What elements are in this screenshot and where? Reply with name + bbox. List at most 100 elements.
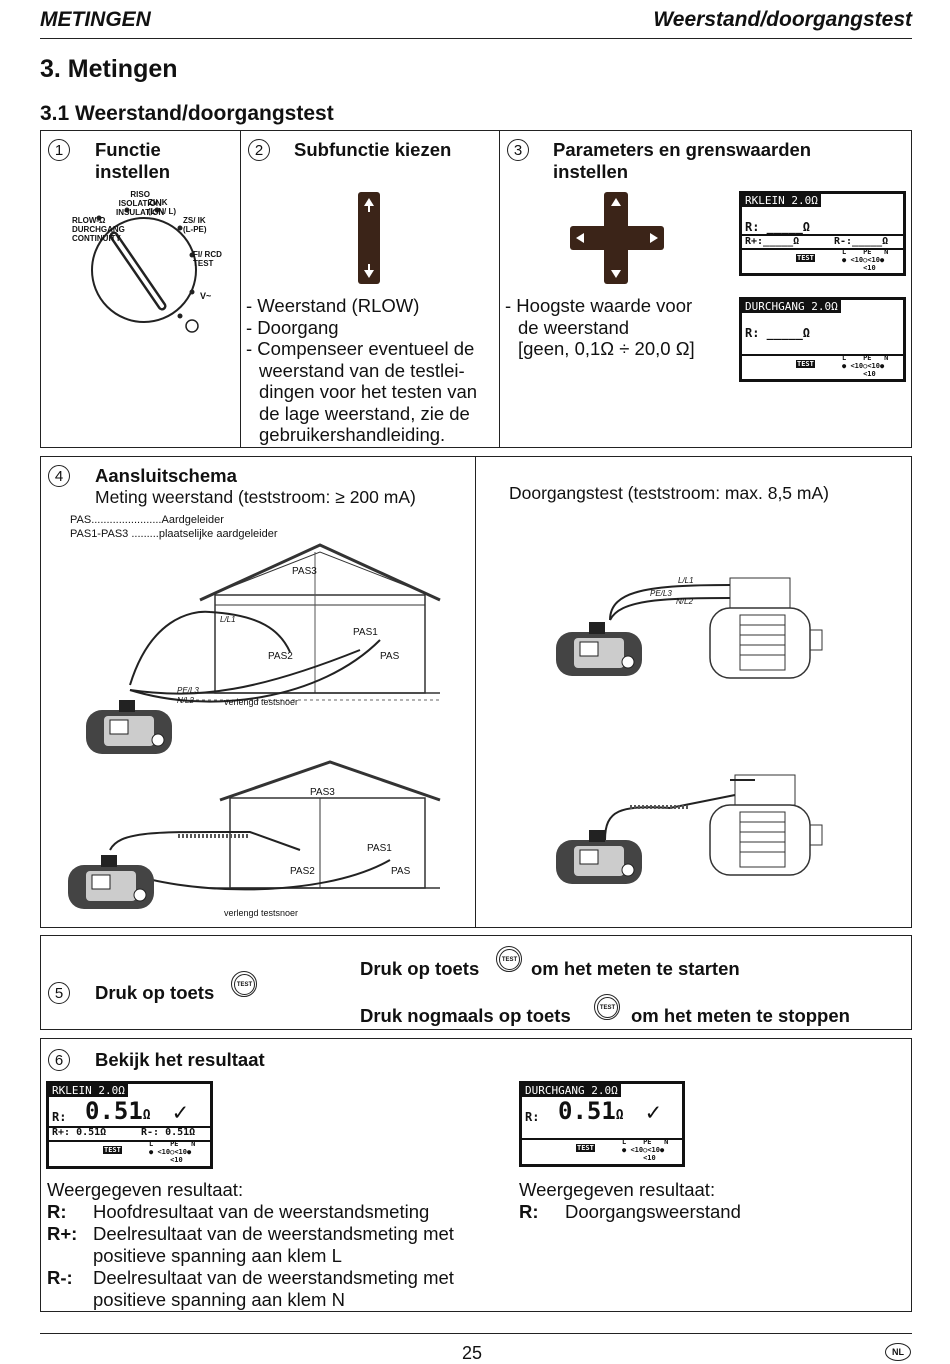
- instrument-icon: [556, 622, 642, 676]
- dial-label-v: V~: [200, 291, 212, 301]
- legend-pas: PAS.......................Aardgeleider: [70, 514, 224, 526]
- result-row: R-:Deelresultaat van de weerstandsmeting…: [47, 1267, 454, 1288]
- step6-title: Bekijk het resultaat: [95, 1049, 265, 1070]
- lcd-r: R:: [52, 1110, 67, 1124]
- steps-1-3-panel: [40, 130, 912, 448]
- list-item: - Weerstand (RLOW): [246, 295, 420, 316]
- lcd-display: DURCHGANG 2.0Ω R: 0.51Ω ✓ TEST L PE N● <…: [519, 1081, 685, 1167]
- label-pe: PE/L3: [177, 686, 199, 695]
- test-indicator: TEST: [576, 1144, 595, 1152]
- label-cable: verlengd testsnoer: [224, 697, 299, 707]
- lcd-mode: RKLEIN 2.0Ω: [742, 194, 821, 207]
- result-intro: Weergegeven resultaat:: [519, 1179, 716, 1200]
- start-instruction: Druk op toets: [360, 958, 480, 979]
- list-item: gebruikershandleiding.: [259, 424, 446, 445]
- lcd-terminals: L PE N● <10○<10● <10: [842, 354, 889, 378]
- divider: [240, 130, 241, 448]
- label-l: L/L1: [220, 615, 236, 624]
- cross-keypad-icon: [570, 192, 664, 284]
- motor-diagram: [609, 577, 823, 679]
- chapter-title: 3. Metingen: [40, 55, 178, 83]
- dial-label-zs: ZS/ IK(L-PE): [183, 216, 207, 234]
- lcd-display: RKLEIN 2.0Ω R: _____Ω R+:_____Ω R-:_____…: [739, 191, 906, 276]
- instrument-icon: [556, 830, 642, 884]
- lcd-display: RKLEIN 2.0Ω R: 0.51Ω ✓ R+: 0.51Ω R-: 0.5…: [46, 1081, 213, 1169]
- header-rule: [40, 38, 912, 39]
- test-indicator: TEST: [103, 1146, 122, 1154]
- lcd-separator: [742, 354, 903, 356]
- stop-instruction: Druk nogmaals op toets: [360, 1005, 571, 1026]
- test-button-icon: TEST: [231, 971, 257, 997]
- step1-title: instellen: [95, 161, 171, 182]
- step-number: 5: [48, 982, 70, 1004]
- label-pas1: PAS1: [353, 627, 378, 638]
- lcd-separator: [522, 1138, 682, 1140]
- divider: [475, 456, 476, 928]
- step3-list: - Hoogste waarde voor de weerstand [geen…: [505, 295, 695, 360]
- rotary-dial-icon: [91, 207, 199, 333]
- lcd-mode: RKLEIN 2.0Ω: [49, 1084, 128, 1097]
- label-pe: PE/L3: [650, 589, 672, 598]
- step1-title: Functie: [95, 139, 161, 160]
- step-number: 1: [48, 139, 70, 161]
- lcd-separator: [49, 1126, 210, 1128]
- lcd-rplus: R+:_____Ω: [745, 236, 800, 247]
- divider: [499, 130, 500, 448]
- step4-subtitle: Meting weerstand (teststroom: ≥ 200 mA): [95, 487, 416, 507]
- legend-pas1-3: PAS1-PAS3 .........plaatselijke aardgele…: [70, 528, 278, 540]
- result-row: R+:Deelresultaat van de weerstandsmeting…: [47, 1223, 454, 1244]
- lcd-r: R: _____Ω: [745, 220, 811, 234]
- step2-list: - Weerstand (RLOW) - Doorgang - Compense…: [246, 295, 477, 446]
- lcd-r: R:: [525, 1110, 540, 1124]
- step3-title: instellen: [553, 161, 629, 182]
- list-item: de weerstand: [518, 316, 630, 338]
- motor-diagram: [604, 774, 823, 876]
- list-item: - Hoogste waarde voor: [505, 295, 693, 316]
- step4-title: Aansluitschema: [95, 465, 237, 486]
- label-pas1: PAS1: [367, 843, 392, 854]
- label-l: L/L1: [678, 576, 694, 585]
- up-down-key-icon: [358, 192, 380, 284]
- result-row: R:Doorgangsweerstand: [519, 1201, 741, 1222]
- header-section: METINGEN: [40, 8, 151, 31]
- list-item: [geen, 0,1Ω ÷ 20,0 Ω]: [518, 338, 695, 359]
- lcd-terminals: L PE N● <10○<10● <10: [149, 1140, 196, 1164]
- step-number: 2: [248, 139, 270, 161]
- lcd-separator: [49, 1140, 210, 1142]
- list-item: de lage weerstand, zie de: [259, 402, 470, 424]
- lcd-mode: DURCHGANG 2.0Ω: [522, 1084, 621, 1097]
- language-badge: NL: [885, 1343, 911, 1361]
- list-item: - Doorgang: [246, 316, 339, 338]
- list-item: - Compenseer eventueel de: [246, 338, 475, 359]
- start-instruction-end: om het meten te starten: [531, 958, 740, 979]
- house-diagram: [129, 543, 441, 703]
- label-pas: PAS: [391, 866, 411, 877]
- label-n: N/L2: [676, 597, 693, 606]
- result-description-right: Weergegeven resultaat: R:Doorgangsweerst…: [519, 1179, 741, 1223]
- test-indicator: TEST: [796, 254, 815, 262]
- lcd-rminus: R-:_____Ω: [834, 236, 889, 247]
- result-row: positieve spanning aan klem L: [93, 1245, 342, 1266]
- test-indicator: TEST: [796, 360, 815, 368]
- result-intro: Weergegeven resultaat:: [47, 1179, 244, 1200]
- step3-title: Parameters en grenswaarden: [553, 139, 812, 160]
- lcd-separator: [742, 234, 903, 236]
- label-pas3: PAS3: [292, 566, 317, 577]
- result-row: R:Hoofdresultaat van de weerstandsmeting: [47, 1201, 430, 1222]
- step-number: 6: [48, 1049, 70, 1071]
- footer-rule: [40, 1333, 912, 1334]
- lcd-value: 0.51Ω: [558, 1097, 624, 1125]
- lcd-terminals: L PE N● <10○<10● <10: [622, 1138, 669, 1162]
- label-pas2: PAS2: [268, 651, 293, 662]
- test-button-icon: TEST: [594, 994, 620, 1020]
- step6-panel: [40, 1038, 912, 1312]
- page-number: 25: [462, 1343, 483, 1363]
- step5-panel: [40, 935, 912, 1030]
- test-button-icon: TEST: [496, 946, 522, 972]
- step5-label: Druk op toets: [95, 982, 215, 1003]
- label-pas3: PAS3: [310, 787, 335, 798]
- step-number: 3: [507, 139, 529, 161]
- check-icon: ✓: [646, 1098, 661, 1126]
